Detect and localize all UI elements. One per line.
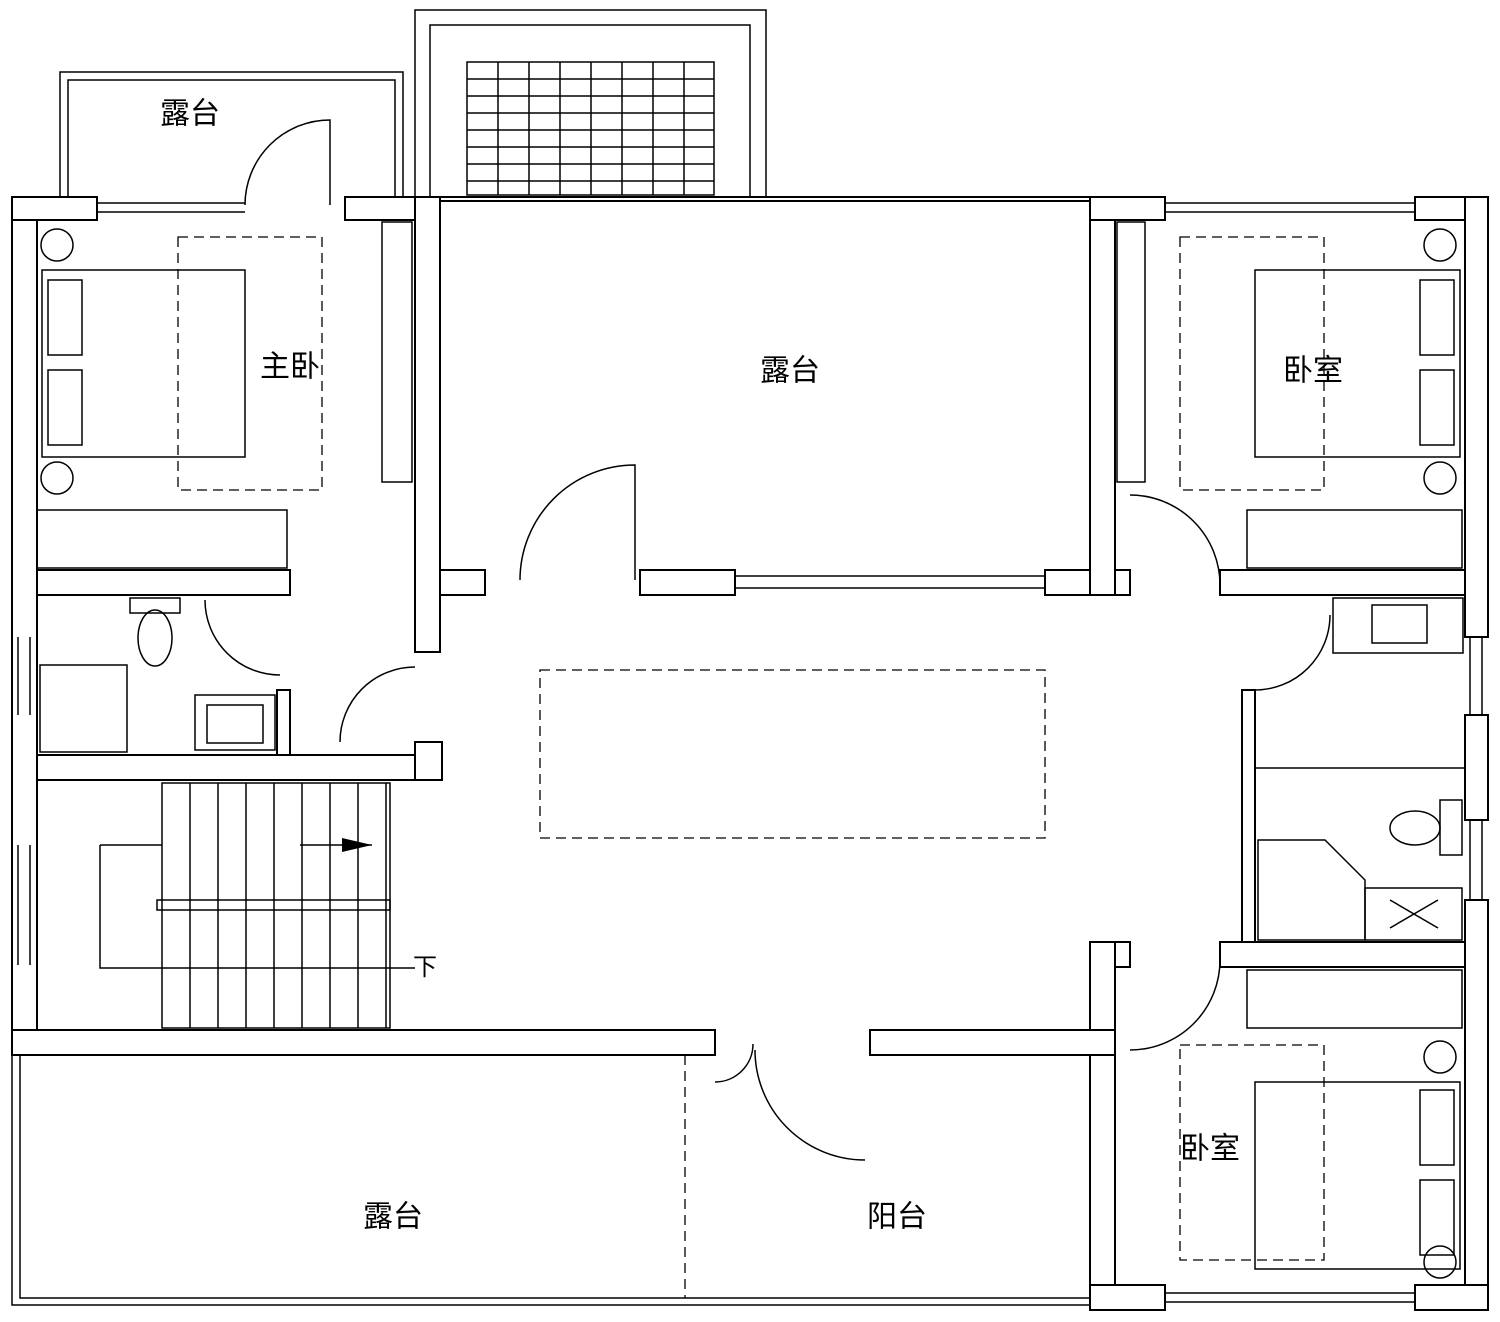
windows [17,202,1483,1303]
planter-top [414,9,767,197]
doors [204,119,1331,1161]
terrace-top-left [59,71,404,197]
label-terrace-top-left: 露台 [160,97,220,132]
label-terrace-bottom: 露台 [363,1200,423,1235]
master-bed [36,221,413,569]
terrace-bottom [11,1055,1090,1306]
walls [11,196,1489,1311]
label-terrace-center: 露台 [760,354,820,389]
bathroom-right [1255,597,1465,941]
label-bedroom-top-right: 卧室 [1283,354,1343,389]
label-master-bedroom: 主卧 [260,350,320,385]
hall-dashed-outline [539,669,1046,839]
label-balcony: 阳台 [867,1200,927,1235]
bedroom-bottom-right-furniture [1179,969,1463,1279]
bedroom-top-right-furniture [1116,221,1463,569]
label-stairs-down: 下 [413,953,437,981]
label-bedroom-bottom-right: 卧室 [1180,1132,1240,1167]
master-bathroom [39,597,276,753]
staircase[interactable] [99,782,415,1029]
